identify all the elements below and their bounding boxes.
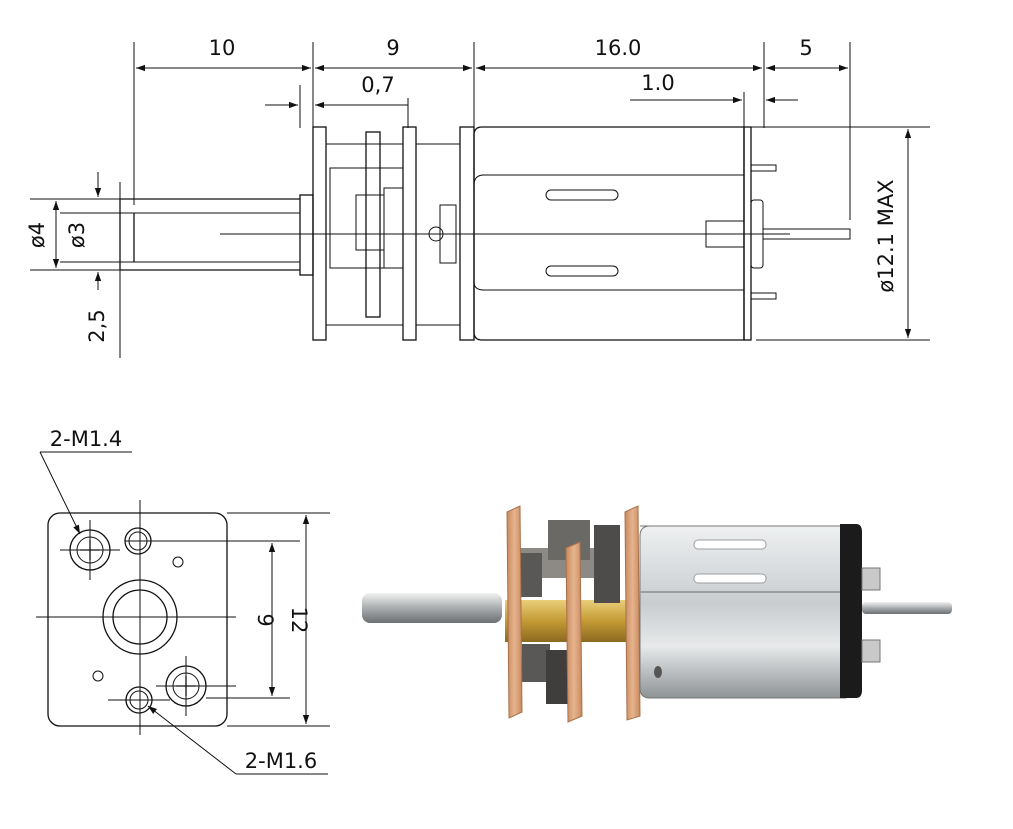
dim-shaft-flat: ø3 (65, 222, 89, 248)
dim-inner: 9 (253, 613, 277, 626)
front-plate (506, 505, 523, 719)
callout-m16: 2-M1.6 (245, 749, 317, 773)
side-view: 10 9 16.0 5 0,7 1.0 ø4 ø3 2,5 (25, 36, 930, 358)
dim-body-diameter: ø12.1 MAX (874, 179, 898, 292)
motor-photo (362, 505, 952, 723)
dim-outer: 12 (287, 607, 311, 634)
dim-endcap: 1.0 (641, 71, 674, 95)
dim-flat-depth: 2,5 (85, 309, 109, 342)
dim-rear-shaft: 5 (799, 36, 812, 60)
motor-can (639, 525, 847, 699)
rear-shaft (862, 602, 952, 614)
dim-shaft-length: 10 (209, 36, 236, 60)
dim-motor-length: 16.0 (595, 36, 642, 60)
front-view: 9 12 2-M1.4 2-M1.6 (36, 427, 330, 775)
dim-gearbox-length: 9 (386, 36, 399, 60)
output-shaft (362, 593, 502, 623)
middle-plate (565, 541, 583, 723)
callout-m14: 2-M1.4 (50, 427, 122, 451)
dim-shaft-diameter: ø4 (25, 222, 49, 248)
dim-flange-thickness: 0,7 (361, 73, 394, 97)
rear-plate (624, 505, 641, 721)
motor-endcap (840, 524, 862, 698)
